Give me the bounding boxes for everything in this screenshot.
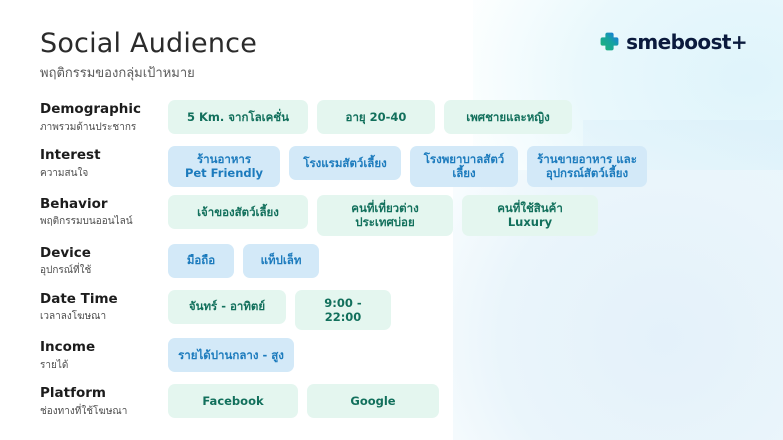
audience-chip[interactable]: โรงพยาบาลสัตว์เลี้ยง: [410, 146, 518, 187]
row-label: Demographic ภาพรวมด้านประชากร: [40, 100, 168, 134]
row-label-subtitle: เวลาลงโฆษณา: [40, 311, 107, 323]
audience-rows: Demographic ภาพรวมด้านประชากร 5 Km. จากโลเ…: [40, 100, 750, 430]
audience-chip[interactable]: แท็ปเล็ท: [243, 243, 319, 278]
audience-chip[interactable]: มือถือ: [168, 243, 234, 278]
audience-chip[interactable]: รายได้ปานกลาง - สูง: [168, 338, 294, 373]
audience-chip[interactable]: อายุ 20-40: [317, 100, 435, 134]
brand-name: smeboost+: [626, 29, 748, 54]
row-label-title: Interest: [40, 147, 101, 163]
page-subtitle: พฤติกรรมของกลุ่มเป้าหมาย: [40, 66, 195, 82]
row-label-subtitle: ภาพรวมด้านประชากร: [40, 121, 137, 133]
audience-chip[interactable]: โรงแรมสัตว์เลี้ยง: [289, 146, 401, 180]
row-label-subtitle: รายได้: [40, 359, 69, 371]
row-label: Behavior พฤติกรรมบนออนไลน์: [40, 195, 168, 229]
audience-row: Behavior พฤติกรรมบนออนไลน์ เจ้าของสัตว์เลี…: [40, 194, 750, 236]
row-label-subtitle: พฤติกรรมบนออนไลน์: [40, 216, 133, 228]
chip-group: 5 Km. จากโลเคชั่น อายุ 20-40 เพศชายและหญิง: [168, 100, 572, 134]
chip-group: จันทร์ - อาทิตย์ 9:00 - 22:00: [168, 289, 391, 331]
chip-group: เจ้าของสัตว์เลี้ยง คนที่เที่ยวต่างประเทศบ…: [168, 194, 598, 236]
row-label-subtitle: ช่องทางที่ใช้โฆษณา: [40, 405, 128, 417]
row-label: Platform ช่องทางที่ใช้โฆษณา: [40, 384, 168, 418]
audience-chip[interactable]: จันทร์ - อาทิตย์: [168, 289, 286, 324]
row-label-title: Demographic: [40, 101, 142, 117]
brand-logo: smeboost+: [599, 29, 748, 54]
audience-row: Date Time เวลาลงโฆษณา จันทร์ - อาทิตย์ 9:00…: [40, 289, 750, 331]
audience-chip[interactable]: 5 Km. จากโลเคชั่น: [168, 100, 308, 134]
audience-row: Platform ช่องทางที่ใช้โฆษณา Facebook Google: [40, 384, 750, 422]
plus-cross-icon: [600, 32, 619, 51]
audience-chip[interactable]: 9:00 - 22:00: [295, 289, 391, 331]
row-label-title: Income: [40, 339, 96, 356]
audience-chip[interactable]: ร้านขายอาหาร และอุปกรณ์สัตว์เลี้ยง: [527, 146, 647, 187]
page-title: Social Audience: [40, 28, 258, 59]
row-label-title: Device: [40, 244, 91, 261]
row-label-title: Date Time: [40, 290, 118, 307]
row-label-title: Behavior: [40, 195, 108, 212]
header: Social Audience พฤติกรรมของกลุ่มเป้าหมาย: [40, 28, 257, 82]
audience-chip[interactable]: Google: [307, 384, 439, 419]
row-label-title: Platform: [40, 385, 106, 402]
row-label: Interest ความสนใจ: [40, 146, 168, 180]
row-label-subtitle: อุปกรณ์ที่ใช้: [40, 265, 92, 277]
row-label: Device อุปกรณ์ที่ใช้: [40, 244, 168, 278]
chip-group: Facebook Google: [168, 384, 439, 419]
chip-group: มือถือ แท็ปเล็ท: [168, 243, 319, 278]
audience-chip[interactable]: เพศชายและหญิง: [444, 100, 572, 134]
row-label: Date Time เวลาลงโฆษณา: [40, 290, 168, 324]
row-label-subtitle: ความสนใจ: [40, 167, 89, 179]
audience-chip[interactable]: คนที่เที่ยวต่างประเทศบ่อย: [317, 194, 453, 236]
row-label: Income รายได้: [40, 338, 168, 372]
audience-chip[interactable]: Facebook: [168, 384, 298, 419]
audience-row: Demographic ภาพรวมด้านประชากร 5 Km. จากโลเ…: [40, 100, 750, 138]
audience-row: Device อุปกรณ์ที่ใช้ มือถือ แท็ปเล็ท: [40, 243, 750, 282]
audience-row: Income รายได้ รายได้ปานกลาง - สูง: [40, 338, 750, 376]
audience-chip[interactable]: เจ้าของสัตว์เลี้ยง: [168, 194, 308, 229]
chip-group: รายได้ปานกลาง - สูง: [168, 338, 294, 373]
